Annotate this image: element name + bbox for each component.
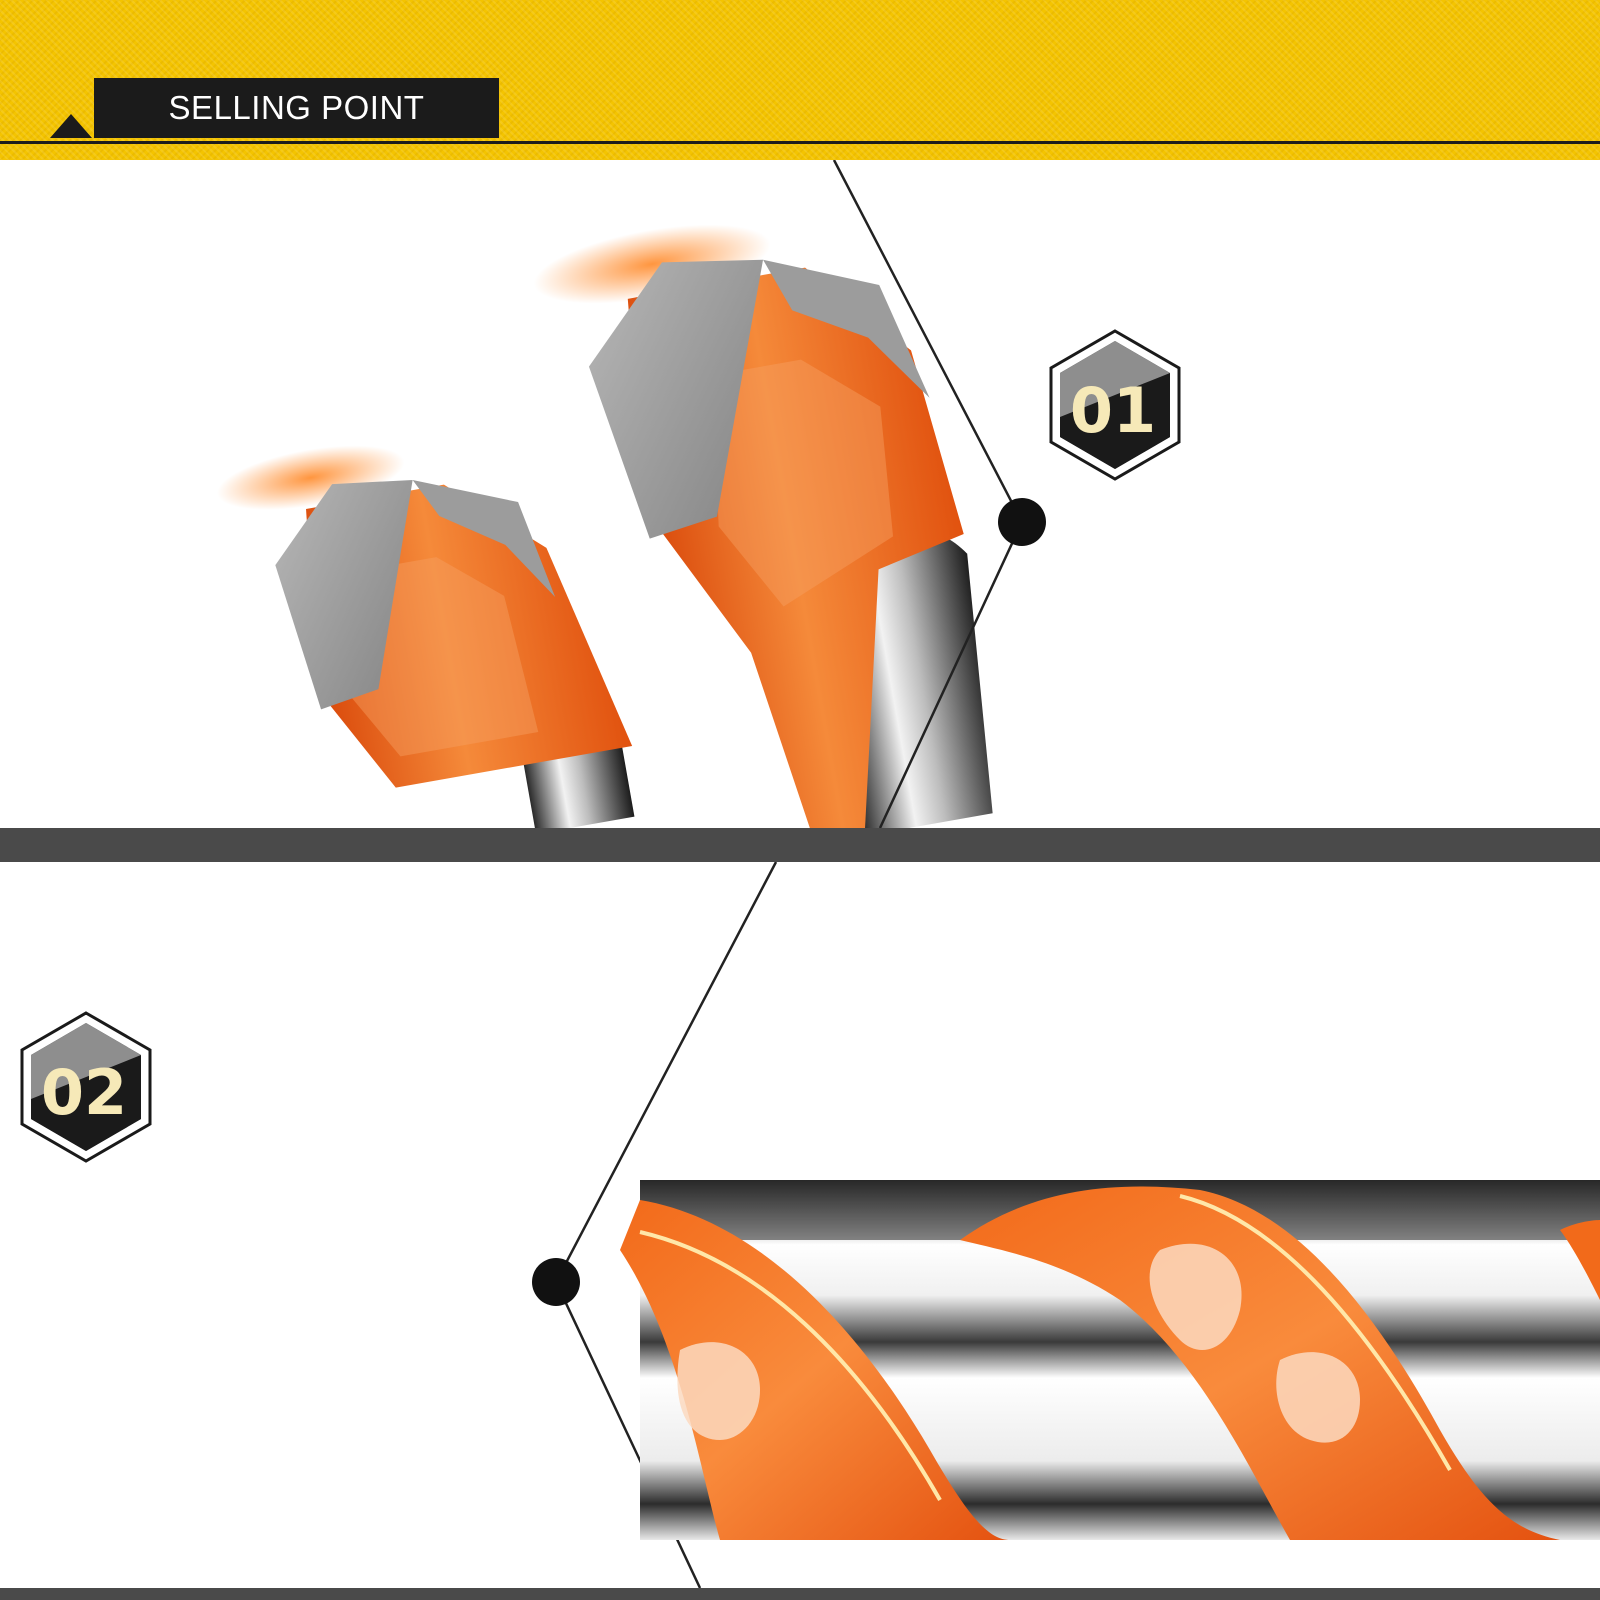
hexagon-badge-01 <box>1049 329 1181 481</box>
section-divider <box>0 828 1600 862</box>
badge-label-02: 02 <box>41 1056 127 1129</box>
triangle-marker-icon <box>50 114 92 138</box>
bottom-divider <box>0 1588 1600 1600</box>
drill-bit-tip-left <box>216 445 635 828</box>
hexagon-badge-02 <box>20 1011 152 1163</box>
spiral-drill-bit <box>620 1180 1600 1540</box>
drill-bit-tip-right <box>533 224 993 828</box>
callout-dot-02 <box>532 1258 580 1306</box>
badge-label-01: 01 <box>1070 374 1156 447</box>
selling-point-tag: SELLING POINT <box>94 78 499 138</box>
header-rule <box>0 141 1600 144</box>
callout-dot-01 <box>998 498 1046 546</box>
